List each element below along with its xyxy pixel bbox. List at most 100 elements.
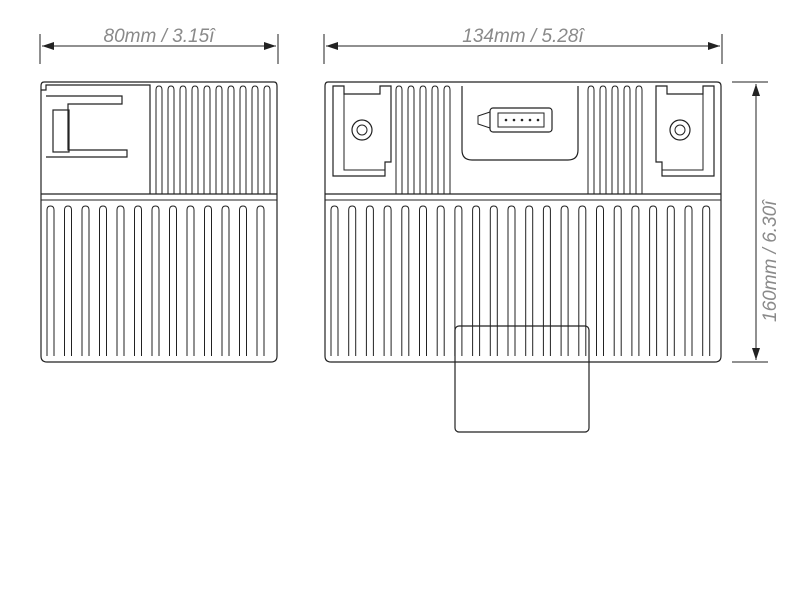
front-width-dimension: 134mm / 5.28î <box>323 26 723 64</box>
side-lower-rib-3 <box>99 205 107 356</box>
front-width-arrow-right <box>708 42 720 50</box>
front-lower-rib-13 <box>560 205 569 356</box>
side-lower-rib-2 <box>81 205 90 356</box>
right-terminal-bolt-inner <box>674 124 686 136</box>
front-width-arrow-left <box>326 42 338 50</box>
front-upper-rib-3 <box>431 85 439 194</box>
front-lower-rib-3 <box>383 205 392 356</box>
front-lower-rib-12 <box>542 205 551 356</box>
connector-pin-2 <box>512 118 516 122</box>
front-width-label: 134mm / 5.28î <box>462 26 585 47</box>
side-upper-rib-5 <box>215 85 223 194</box>
side-lower-rib-10 <box>221 205 230 356</box>
left-terminal-bracket <box>332 85 392 177</box>
battery-front-view <box>324 81 722 433</box>
front-lower-rib-17 <box>631 205 640 356</box>
side-width-arrow-right <box>264 42 276 50</box>
front-lower-rib-9 <box>489 205 498 356</box>
front-lower-rib-15 <box>596 205 604 356</box>
side-width-arrow-left <box>42 42 54 50</box>
center-connector <box>461 86 579 161</box>
side-upper-rib-9 <box>263 85 271 194</box>
front-lower-rib-1 <box>348 205 357 356</box>
front-upper-rib-2 <box>419 85 427 194</box>
side-lower-rib-1 <box>64 205 72 356</box>
right-terminal-bolt-outer <box>669 119 691 141</box>
front-view-lower-ribs <box>330 205 711 356</box>
connector-housing <box>461 86 579 161</box>
side-upper-rib-8 <box>251 85 259 194</box>
side-view-terminal-box <box>41 84 151 194</box>
side-lower-rib-0 <box>46 205 55 356</box>
connector-pin-5 <box>536 118 540 122</box>
connector-pin-1 <box>504 118 508 122</box>
side-width-dimension: 80mm / 3.15î <box>39 26 279 64</box>
side-view-terminal-bracket <box>46 95 128 158</box>
side-upper-rib-4 <box>203 85 211 194</box>
right-terminal <box>655 85 715 177</box>
side-view-outline <box>40 81 278 363</box>
left-terminal-bolt-outer <box>351 119 373 141</box>
connector-socket <box>497 112 545 128</box>
left-terminal-inner-edge <box>343 94 385 171</box>
side-view-terminal-slot <box>52 109 70 153</box>
side-lower-rib-7 <box>169 205 177 356</box>
height-arrow-bottom <box>752 348 760 360</box>
front-upper-rib-0 <box>395 85 403 194</box>
side-lower-rib-9 <box>204 205 212 356</box>
connector-pin-4 <box>528 118 532 122</box>
front-lower-rib-16 <box>613 205 622 356</box>
front-lower-rib-2 <box>365 205 374 356</box>
side-lower-rib-6 <box>151 205 160 356</box>
front-view-outline <box>324 81 722 363</box>
front-upper-rib-4 <box>443 85 451 194</box>
front-lower-rib-11 <box>525 205 534 356</box>
side-upper-rib-3 <box>191 85 199 194</box>
side-upper-rib-0 <box>155 85 163 194</box>
side-upper-rib-1 <box>167 85 175 194</box>
battery-side-view <box>40 81 278 363</box>
side-lower-rib-8 <box>186 205 195 356</box>
height-arrow-top <box>752 84 760 96</box>
front-lower-rib-0 <box>330 205 339 356</box>
front-lower-rib-18 <box>649 205 658 356</box>
front-upper-rib-1 <box>407 85 415 194</box>
left-terminal <box>332 85 392 177</box>
front-lower-rib-19 <box>666 205 675 356</box>
connector-plug <box>489 107 553 133</box>
front-upper-rib-9 <box>635 85 643 194</box>
front-upper-rib-7 <box>611 85 619 194</box>
side-lower-rib-4 <box>116 205 125 356</box>
front-upper-rib-6 <box>599 85 607 194</box>
side-view-lower-ribs <box>46 205 265 356</box>
height-label: 160mm / 6.30î <box>760 199 781 322</box>
side-lower-rib-5 <box>134 205 142 356</box>
front-view-upper-ribs <box>395 85 643 194</box>
height-dimension: 160mm / 6.30î <box>732 81 781 363</box>
side-width-label: 80mm / 3.15î <box>104 26 217 47</box>
right-terminal-inner-edge <box>662 94 704 171</box>
side-upper-rib-6 <box>227 85 235 194</box>
left-terminal-bolt-inner <box>356 124 368 136</box>
side-lower-rib-11 <box>239 205 247 356</box>
side-lower-rib-12 <box>256 205 265 356</box>
front-lower-rib-7 <box>454 205 463 356</box>
front-lower-rib-10 <box>507 205 516 356</box>
front-lower-rib-20 <box>684 205 693 356</box>
right-terminal-bracket <box>655 85 715 177</box>
front-lower-rib-5 <box>419 205 427 356</box>
front-upper-rib-5 <box>587 85 595 194</box>
label-panel <box>454 325 590 433</box>
front-lower-rib-6 <box>436 205 445 356</box>
side-upper-rib-2 <box>179 85 187 194</box>
side-view-upper-ribs <box>155 85 271 194</box>
side-upper-rib-7 <box>239 85 247 194</box>
front-lower-rib-14 <box>578 205 587 356</box>
connector-latch <box>477 111 491 129</box>
front-upper-rib-8 <box>623 85 631 194</box>
connector-pin-3 <box>520 118 524 122</box>
front-lower-rib-21 <box>702 205 711 356</box>
front-lower-rib-8 <box>472 205 481 356</box>
front-lower-rib-4 <box>401 205 410 356</box>
